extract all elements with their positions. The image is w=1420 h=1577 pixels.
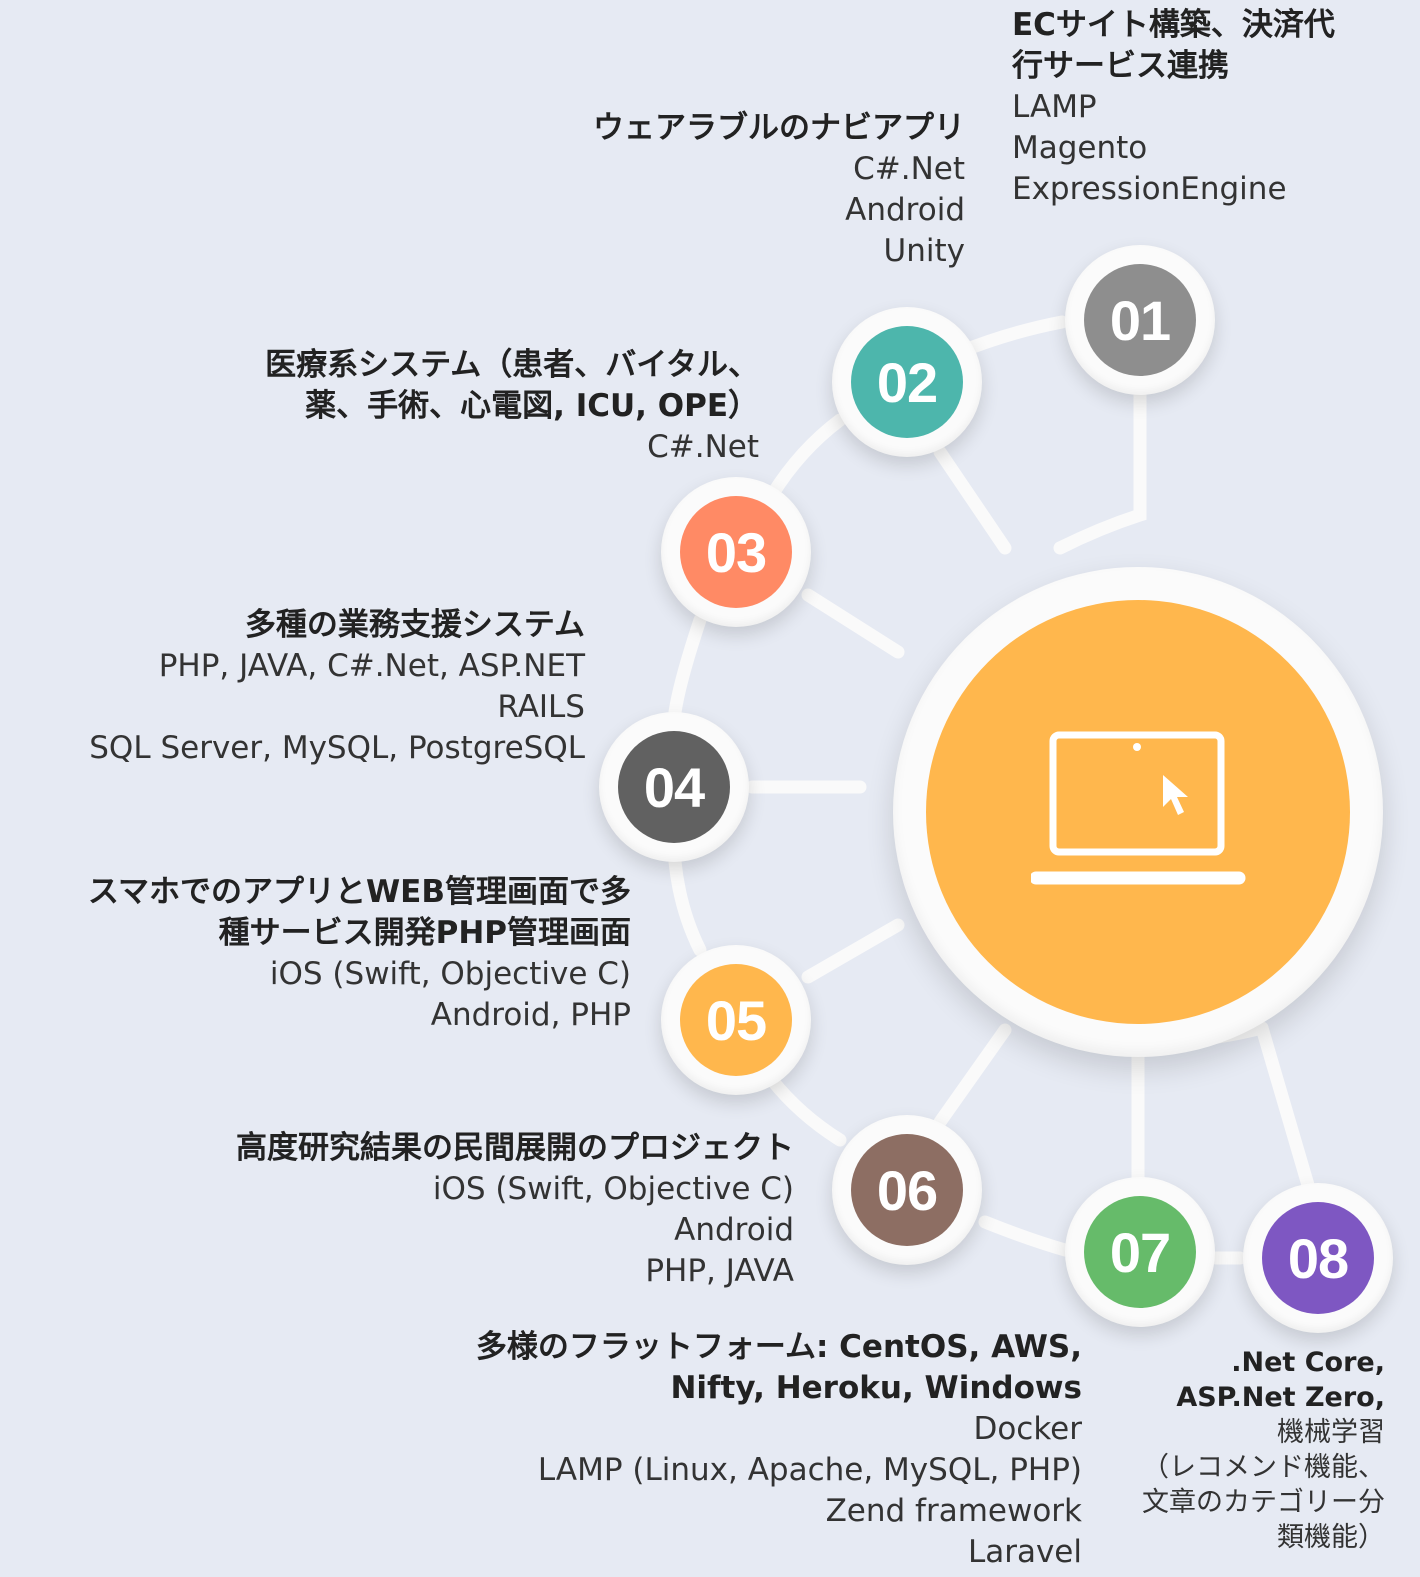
step-title-line: Nifty, Heroku, Windows bbox=[670, 1370, 1082, 1406]
step-node-07: 07 bbox=[1065, 1177, 1215, 1327]
step-title-line: 多様のフラットフォーム: CentOS, AWS, bbox=[475, 1329, 1082, 1365]
laptop-cursor-icon bbox=[1031, 731, 1246, 885]
step-node-01: 01 bbox=[1065, 245, 1215, 395]
step-node-08: 08 bbox=[1243, 1183, 1393, 1333]
step-title-line: 薬、手術、心電図, ICU, OPE） bbox=[305, 388, 759, 424]
step-detail-line: ExpressionEngine bbox=[1012, 171, 1287, 207]
step-title-line: スマホでのアプリとWEB管理画面で多 bbox=[87, 874, 631, 910]
step-detail-line: 類機能） bbox=[1277, 1522, 1385, 1553]
step-title-line: 多種の業務支援システム bbox=[244, 607, 585, 643]
step-number: 06 bbox=[851, 1134, 963, 1246]
step-detail-line: Magento bbox=[1012, 130, 1148, 166]
step-title-line: ASP.Net Zero, bbox=[1176, 1382, 1385, 1413]
step-number: 02 bbox=[851, 326, 963, 438]
step-detail-line: 文章のカテゴリー分 bbox=[1142, 1487, 1385, 1518]
step-detail-line: Android, PHP bbox=[430, 997, 631, 1033]
step-label-06: 高度研究結果の民間展開のプロジェクト iOS (Swift, Objective … bbox=[134, 1128, 794, 1292]
step-title-line: 高度研究結果の民間展開のプロジェクト bbox=[236, 1130, 794, 1166]
step-number: 03 bbox=[680, 496, 792, 608]
step-title-line: ウェアラブルのナビアプリ bbox=[593, 110, 965, 146]
step-number: 07 bbox=[1084, 1196, 1196, 1308]
step-detail-line: C#.Net bbox=[647, 429, 759, 465]
step-title-line: 行サービス連携 bbox=[1012, 48, 1229, 84]
step-detail-line: PHP, JAVA bbox=[645, 1253, 794, 1289]
step-node-04: 04 bbox=[599, 712, 749, 862]
step-node-05: 05 bbox=[661, 945, 811, 1095]
step-number: 01 bbox=[1084, 264, 1196, 376]
center-disc bbox=[926, 600, 1350, 1024]
step-title-line: 種サービス開発PHP管理画面 bbox=[218, 915, 631, 951]
step-number: 05 bbox=[680, 964, 792, 1076]
step-detail-line: LAMP bbox=[1012, 89, 1097, 125]
step-number: 08 bbox=[1262, 1202, 1374, 1314]
step-title-line: ECサイト構築、決済代 bbox=[1012, 7, 1335, 43]
step-detail-line: Docker bbox=[973, 1411, 1082, 1447]
step-label-04: 多種の業務支援システム PHP, JAVA, C#.Net, ASP.NET RAI… bbox=[5, 605, 585, 769]
step-detail-line: Android bbox=[845, 192, 965, 228]
step-detail-line: iOS (Swift, Objective C) bbox=[269, 956, 631, 992]
step-number: 04 bbox=[618, 731, 730, 843]
center-hub bbox=[893, 567, 1383, 1057]
step-title-line: 医療系システム（患者、バイタル、 bbox=[265, 347, 759, 383]
step-detail-line: LAMP (Linux, Apache, MySQL, PHP) bbox=[537, 1452, 1082, 1488]
step-detail-line: SQL Server, MySQL, PostgreSQL bbox=[89, 730, 585, 766]
step-label-07: 多様のフラットフォーム: CentOS, AWS, Nifty, Heroku, … bbox=[362, 1327, 1082, 1573]
step-node-06: 06 bbox=[832, 1115, 982, 1265]
step-detail-line: （レコメンド機能、 bbox=[1142, 1452, 1385, 1483]
step-node-02: 02 bbox=[832, 307, 982, 457]
step-title-line: .Net Core, bbox=[1231, 1347, 1385, 1378]
step-node-03: 03 bbox=[661, 477, 811, 627]
step-detail-line: Laravel bbox=[967, 1534, 1082, 1570]
step-detail-line: iOS (Swift, Objective C) bbox=[432, 1171, 794, 1207]
step-detail-line: Unity bbox=[883, 233, 965, 269]
step-detail-line: Android bbox=[674, 1212, 794, 1248]
step-detail-line: RAILS bbox=[497, 689, 585, 725]
step-detail-line: 機械学習 bbox=[1277, 1417, 1385, 1448]
step-detail-line: PHP, JAVA, C#.Net, ASP.NET bbox=[158, 648, 585, 684]
step-detail-line: Zend framework bbox=[825, 1493, 1082, 1529]
step-label-03: 医療系システム（患者、バイタル、薬、手術、心電図, ICU, OPE） C#.Ne… bbox=[139, 345, 759, 468]
step-label-05: スマホでのアプリとWEB管理画面で多種サービス開発PHP管理画面 iOS (Swi… bbox=[0, 872, 631, 1036]
step-detail-line: C#.Net bbox=[853, 151, 965, 187]
step-label-08: .Net Core, ASP.Net Zero, 機械学習 （レコメンド機能、文章のカ… bbox=[1085, 1345, 1385, 1555]
